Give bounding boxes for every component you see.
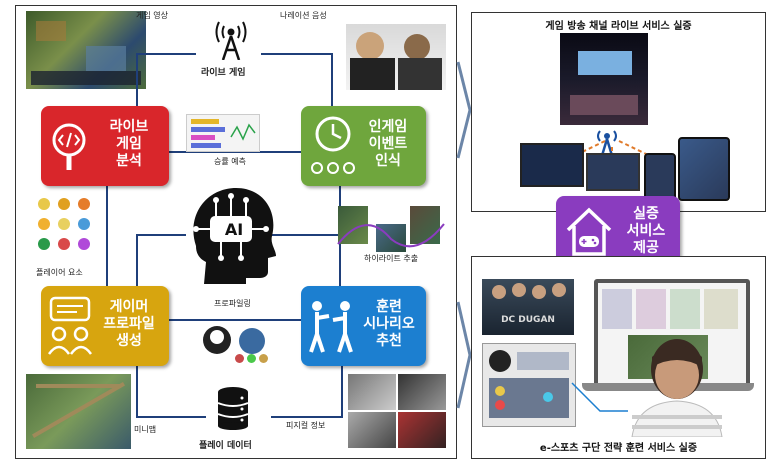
device-monitor bbox=[520, 143, 584, 187]
connector-line bbox=[331, 53, 333, 113]
esports-training-panel: DC DUGAN e-스포츠 구단 전략 훈련 서비스 실증 bbox=[471, 256, 766, 459]
physical-thumbnail bbox=[398, 412, 446, 448]
event-recognition-module: 인게임 이벤트 인식 bbox=[301, 106, 426, 186]
team-photo: DC DUGAN bbox=[482, 279, 574, 335]
esports-training-title: e-스포츠 구단 전략 훈련 서비스 실증 bbox=[539, 443, 698, 454]
device-laptop bbox=[586, 153, 640, 191]
left-panel: 게임 영상 나레이션 음성 라이브 게임 라이브 게임 분석 bbox=[15, 5, 457, 459]
gamer-profile-module: 게이머 프로파일 생성 bbox=[41, 286, 169, 366]
narration-thumbnail bbox=[346, 24, 446, 90]
caption-narration: 나레이션 음성 bbox=[280, 11, 327, 20]
database-icon bbox=[217, 387, 249, 430]
connector-line bbox=[136, 234, 186, 236]
device-tablet bbox=[678, 137, 730, 201]
connector-line bbox=[341, 366, 343, 418]
caption-game-video: 게임 영상 bbox=[136, 11, 168, 20]
connector-line bbox=[271, 416, 343, 418]
caption-live-game: 라이브 게임 bbox=[201, 68, 246, 78]
link-line bbox=[571, 382, 628, 412]
device-phone bbox=[644, 153, 676, 201]
antenna-icon bbox=[215, 21, 247, 60]
magnifier-code-icon bbox=[52, 123, 86, 170]
analysis-dashboard bbox=[482, 343, 576, 427]
caption-player-elements: 플레이어 요소 bbox=[36, 268, 83, 277]
physical-thumbnail bbox=[398, 374, 446, 410]
profile-chat-icon bbox=[47, 296, 93, 355]
connector-line bbox=[136, 234, 138, 289]
highlight-thumbnail bbox=[410, 206, 440, 244]
connector-line bbox=[261, 53, 333, 55]
profiling-avatars bbox=[201, 324, 281, 366]
event-recognition-label: 인게임 이벤트 인식 bbox=[368, 119, 408, 169]
boxing-icon bbox=[309, 301, 353, 353]
caption-physical: 피지컬 정보 bbox=[286, 421, 326, 430]
person-silhouette bbox=[631, 339, 723, 437]
team-logo-text: DC DUGAN bbox=[501, 315, 555, 325]
caption-minimap: 미니맵 bbox=[134, 425, 157, 434]
chevron-right-icon bbox=[456, 301, 472, 409]
training-scenario-label: 훈련 시나리오 추천 bbox=[363, 299, 415, 349]
physical-thumbnail bbox=[348, 412, 396, 448]
connector-line bbox=[136, 366, 138, 418]
caption-highlight: 하이라이트 추출 bbox=[364, 254, 419, 263]
caption-play-data: 플레이 데이터 bbox=[199, 441, 252, 451]
connector-line bbox=[166, 151, 301, 153]
caption-profiling: 프로파일링 bbox=[214, 299, 251, 308]
gamer-profile-label: 게이머 프로파일 생성 bbox=[103, 299, 155, 349]
clock-icon bbox=[311, 116, 355, 174]
highlight-curve bbox=[337, 223, 445, 248]
ai-brain-icon bbox=[193, 188, 276, 284]
ai-label: AI bbox=[224, 220, 244, 239]
service-provision-label: 실증 서비스 제공 bbox=[626, 206, 666, 256]
broadcast-service-title: 게임 방송 채널 라이브 서비스 실증 bbox=[545, 21, 692, 32]
home-gamepad-icon bbox=[566, 207, 612, 256]
live-game-analysis-module: 라이브 게임 분석 bbox=[41, 106, 169, 186]
minimap-thumbnail bbox=[26, 374, 131, 449]
chevron-right-icon bbox=[456, 61, 472, 159]
connector-line bbox=[271, 234, 341, 236]
game-video-thumbnail bbox=[26, 11, 146, 89]
connector-line bbox=[166, 319, 301, 321]
broadcast-service-panel: 게임 방송 채널 라이브 서비스 실증 bbox=[471, 12, 766, 212]
live-game-analysis-label: 라이브 게임 분석 bbox=[109, 119, 149, 169]
win-prediction-icon bbox=[186, 114, 260, 152]
arena-photo bbox=[560, 33, 648, 125]
player-elements-icons bbox=[36, 196, 106, 258]
connector-line bbox=[136, 53, 138, 113]
connector-line bbox=[136, 416, 206, 418]
physical-thumbnail bbox=[348, 374, 396, 410]
caption-win-predict: 승률 예측 bbox=[214, 157, 246, 166]
connector-line bbox=[106, 186, 108, 286]
training-scenario-module: 훈련 시나리오 추천 bbox=[301, 286, 426, 366]
connector-line bbox=[136, 53, 196, 55]
